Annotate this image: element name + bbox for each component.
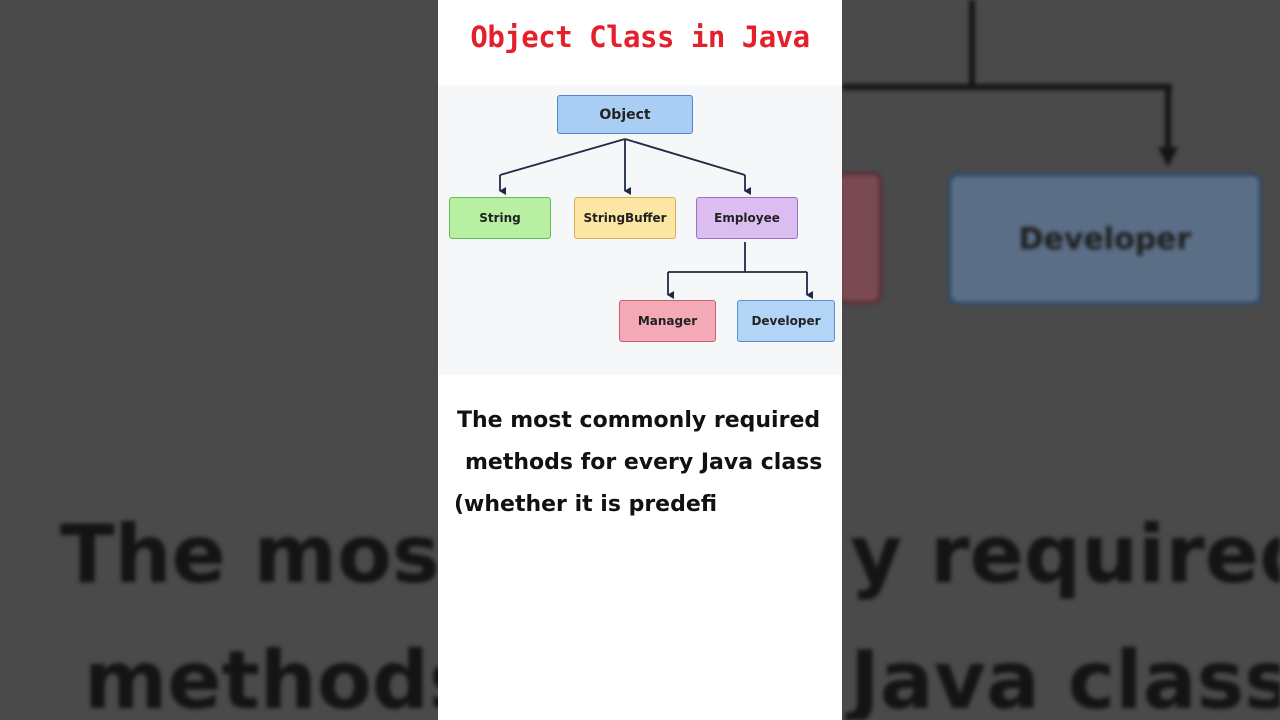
node-manager: Manager xyxy=(619,300,716,342)
bg-text-line2-left: methods xyxy=(84,634,477,720)
caption-line-2: methods for every Java class xyxy=(465,450,823,475)
bg-text-line2-right: Java class xyxy=(850,634,1280,720)
bg-connector-down xyxy=(1165,84,1171,154)
bg-developer-box: Developer xyxy=(948,173,1262,305)
node-object: Object xyxy=(557,95,693,134)
caption-line-1: The most commonly required xyxy=(457,408,821,433)
bg-manager-box xyxy=(836,172,882,304)
bg-connector-vertical xyxy=(969,0,975,88)
diagram-connectors xyxy=(499,138,813,299)
caption-text: The most commonly required methods for e… xyxy=(438,400,842,526)
video-panel: Object Class in Java Object String S xyxy=(438,0,842,720)
page-title: Object Class in Java xyxy=(470,20,810,54)
node-string: String xyxy=(449,197,551,239)
caption-line-3: (whether it is predefi xyxy=(454,492,718,517)
bg-text-line1-right: y required xyxy=(850,508,1280,601)
bg-connector-horizontal xyxy=(842,84,1172,90)
node-developer: Developer xyxy=(737,300,835,342)
edge-object-string xyxy=(499,138,626,176)
node-stringbuffer: StringBuffer xyxy=(574,197,676,239)
bg-arrow-icon xyxy=(1158,147,1178,167)
bg-text-line1-left: The most xyxy=(60,508,478,601)
node-employee: Employee xyxy=(696,197,798,239)
class-hierarchy-diagram: Object String StringBuffer Employee Mana… xyxy=(438,85,842,375)
edge-object-employee xyxy=(624,138,746,176)
